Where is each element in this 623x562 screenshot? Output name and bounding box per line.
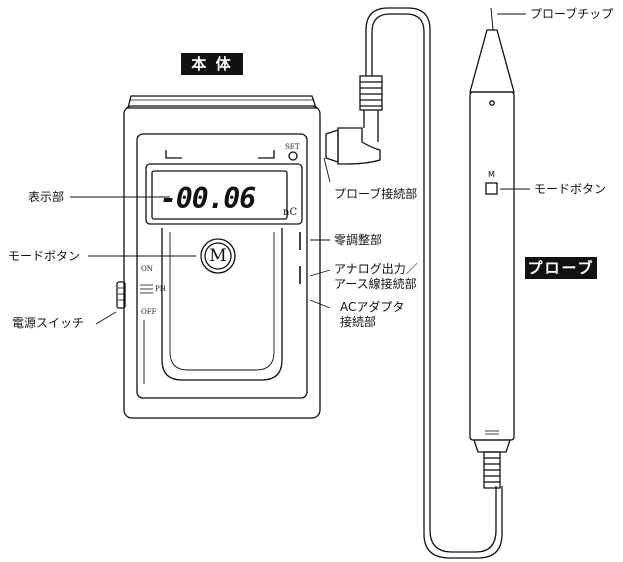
on-label: ON bbox=[141, 265, 153, 273]
label-zero-adjust: 零調整部 bbox=[334, 233, 383, 247]
main-unit bbox=[116, 95, 321, 419]
cable-strain-relief bbox=[359, 75, 383, 111]
probe-led bbox=[489, 100, 495, 106]
probe-nose bbox=[469, 29, 515, 93]
main-unit-top-edge bbox=[127, 95, 317, 109]
main-unit-outline bbox=[123, 105, 321, 419]
label-analog-out-line1: アナログ出力／ bbox=[334, 262, 418, 276]
leader-power bbox=[95, 311, 117, 325]
lcd-window bbox=[151, 170, 288, 220]
probe-barrel bbox=[469, 91, 515, 441]
ph-label: PH bbox=[155, 285, 166, 293]
leader-ac bbox=[309, 299, 331, 309]
display-brackets bbox=[165, 150, 275, 159]
label-ac-adapter-line2: 接続部 bbox=[340, 315, 377, 329]
probe bbox=[469, 7, 515, 489]
mode-button[interactable] bbox=[204, 242, 232, 270]
front-panel bbox=[136, 133, 308, 399]
label-ac-adapter-line1: ACアダプタ bbox=[340, 300, 405, 314]
lcd-reading: -00.06 bbox=[160, 182, 256, 215]
mode-key-letter: M bbox=[209, 246, 227, 266]
probe-connector bbox=[325, 75, 383, 165]
power-switch[interactable] bbox=[116, 281, 126, 309]
connector-tip bbox=[325, 129, 339, 163]
leader-probe-connector bbox=[323, 157, 331, 183]
mode-button-ring bbox=[200, 238, 236, 274]
center-panel bbox=[161, 228, 283, 381]
probe-title: プローブ bbox=[525, 257, 597, 279]
label-display: 表示部 bbox=[28, 190, 65, 204]
label-analog-out-line2: アース線接続部 bbox=[334, 277, 417, 291]
leader-lines bbox=[70, 13, 530, 325]
label-probe-tip: プローブチップ bbox=[530, 7, 614, 21]
center-panel-inner bbox=[169, 232, 275, 371]
lcd-unit: nC bbox=[283, 207, 298, 218]
cable-edge bbox=[371, 13, 503, 559]
display-bezel bbox=[145, 163, 303, 225]
off-label: OFF bbox=[141, 308, 157, 316]
probe-tip bbox=[490, 7, 494, 31]
set-label: SET bbox=[285, 143, 300, 151]
label-mode-button-main: モードボタン bbox=[8, 249, 81, 263]
probe-mode-letter: M bbox=[488, 170, 495, 179]
label-power-switch: 電源スイッチ bbox=[12, 316, 85, 330]
main-unit-title: 本 体 bbox=[181, 53, 243, 75]
label-probe-connector: プローブ接続部 bbox=[334, 187, 418, 201]
set-knob[interactable] bbox=[288, 151, 298, 161]
probe-mode-button[interactable] bbox=[485, 182, 498, 195]
probe-end-cap bbox=[473, 439, 511, 453]
label-mode-button-probe: モードボタン bbox=[534, 182, 607, 196]
cable-outer bbox=[365, 7, 497, 553]
leader-analog bbox=[309, 269, 331, 277]
connector-plug bbox=[337, 127, 381, 165]
